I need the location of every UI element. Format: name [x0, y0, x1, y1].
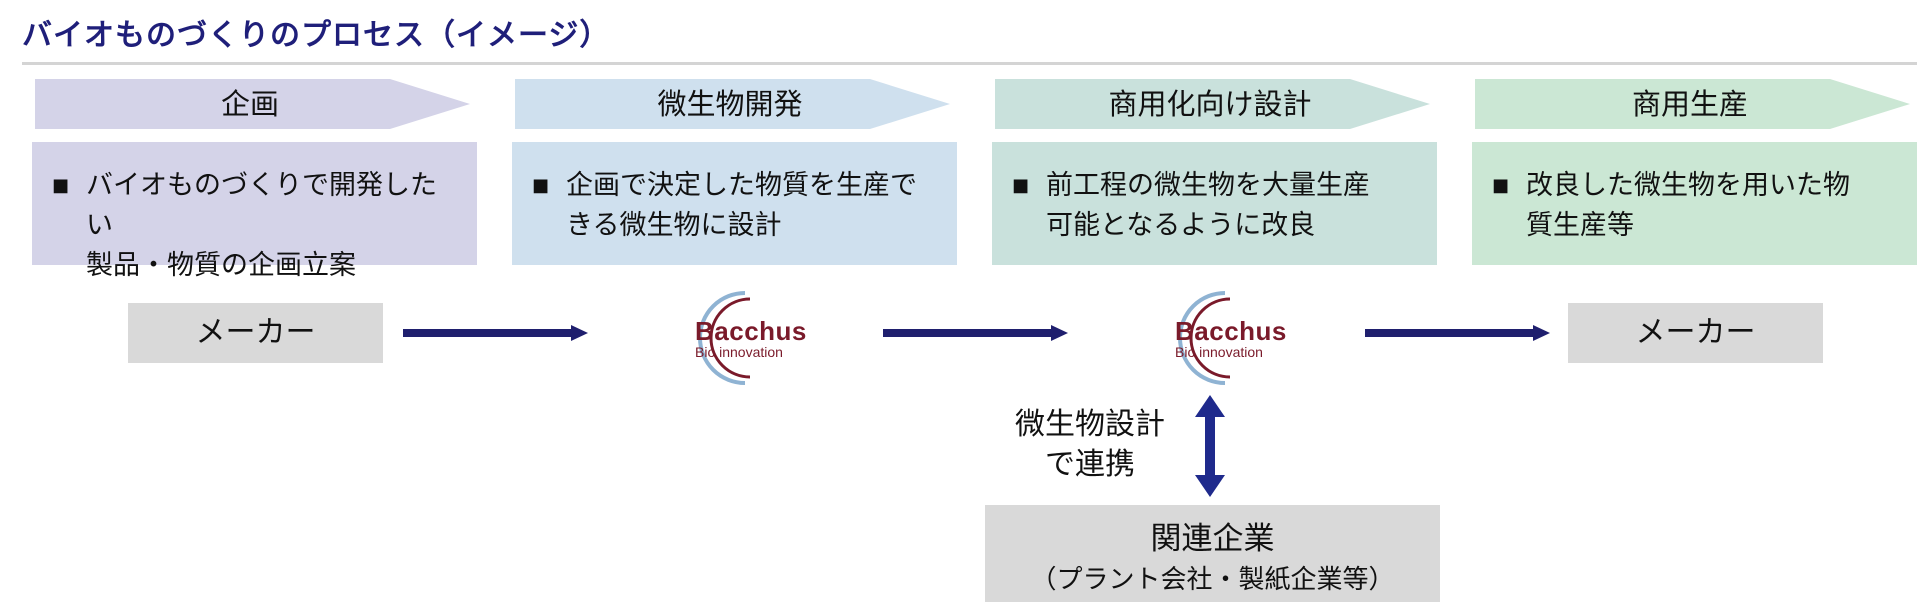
logo-arc-icon	[698, 291, 751, 385]
related-companies-subtitle: （プラント会社・製紙企業等）	[1030, 565, 1395, 595]
stage-4-text-line1: 改良した微生物を用いた物	[1526, 170, 1850, 201]
maker-box-left: メーカー	[128, 303, 383, 363]
stage-3-chevron: 商用化向け設計	[995, 79, 1430, 129]
collab-double-arrow	[1195, 395, 1225, 497]
flow-arrow-3	[1365, 325, 1550, 341]
bullet-icon: ■	[1012, 175, 1030, 196]
flow-arrow-1	[403, 325, 588, 341]
logo-brand-text: Bacchus	[695, 316, 807, 346]
related-companies-box: 関連企業 （プラント会社・製紙企業等）	[985, 505, 1440, 602]
stage-3-text-line2: 可能となるように改良	[1046, 210, 1316, 241]
stage-2-description: ■ 企画で決定した物質を生産できる微生物に設計	[512, 142, 957, 265]
flow-arrow-2	[883, 325, 1068, 341]
maker-box-right: メーカー	[1568, 303, 1823, 363]
page-title: バイオものづくりのプロセス（イメージ）	[22, 18, 611, 53]
stage-1-description: ■ バイオものづくりで開発したい製品・物質の企画立案	[32, 142, 477, 281]
stage-2-label: 微生物開発	[657, 87, 803, 121]
collab-label-line1: 微生物設計	[1015, 407, 1165, 442]
collab-label: 微生物設計 で連携	[990, 405, 1190, 485]
logo-sub-text: Bio innovation	[1175, 344, 1263, 360]
stage-1-label: 企画	[220, 87, 279, 121]
title-divider	[22, 62, 1917, 65]
stage-1-chevron: 企画	[35, 79, 470, 129]
stage-1-text-line1: バイオものづくりで開発したい	[86, 170, 437, 241]
logo-brand-text: Bacchus	[1175, 316, 1287, 346]
bacchus-logo-2: Bacchus Bio innovation	[1130, 285, 1295, 390]
stage-2-text-line2: きる微生物に設計	[566, 210, 782, 241]
stage-4-text-line2: 質生産等	[1526, 210, 1634, 241]
stage-2-chevron: 微生物開発	[515, 79, 950, 129]
stage-3-text-line1: 前工程の微生物を大量生産	[1046, 170, 1370, 201]
stage-1-text-line2: 製品・物質の企画立案	[86, 250, 356, 281]
stage-4-label: 商用生産	[1631, 87, 1748, 121]
stage-3-description: ■ 前工程の微生物を大量生産可能となるように改良	[992, 142, 1437, 265]
bullet-icon: ■	[1492, 175, 1510, 196]
bacchus-logo-1: Bacchus Bio innovation	[650, 285, 815, 390]
collab-label-line2: で連携	[1045, 447, 1135, 482]
logo-arc-icon	[1178, 291, 1231, 385]
bullet-icon: ■	[52, 175, 70, 196]
logo-sub-text: Bio innovation	[695, 344, 783, 360]
stage-3-label: 商用化向け設計	[1108, 87, 1312, 121]
stage-2-text-line1: 企画で決定した物質を生産で	[566, 170, 917, 201]
related-companies-title: 関連企業	[1150, 521, 1275, 557]
stage-4-description: ■ 改良した微生物を用いた物質生産等	[1472, 142, 1917, 265]
stage-4-chevron: 商用生産	[1475, 79, 1910, 129]
bullet-icon: ■	[532, 175, 550, 196]
